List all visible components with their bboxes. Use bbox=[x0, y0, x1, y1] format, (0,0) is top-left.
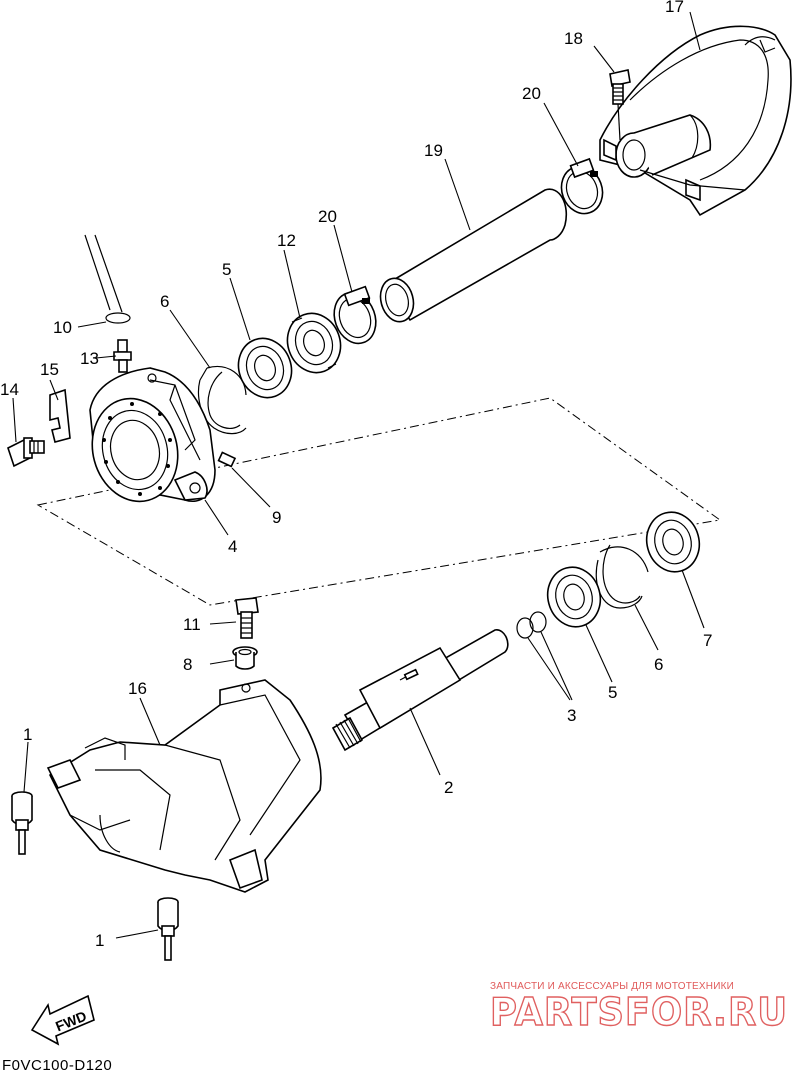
part-5-bearing-lower bbox=[546, 566, 602, 628]
callout-6-lower: 6 bbox=[654, 655, 663, 674]
part-4-bearing-housing bbox=[89, 367, 216, 503]
watermark: ЗАПЧАСТИ И АКСЕССУАРЫ ДЛЯ МОТОТЕХНИКИ PA… bbox=[489, 981, 788, 1035]
callout-17: 17 bbox=[665, 0, 684, 16]
part-6-snap-ring-upper bbox=[197, 366, 247, 435]
callout-10: 9 bbox=[272, 508, 281, 527]
callout-9: 13 bbox=[80, 349, 99, 368]
callout-20-upper: 20 bbox=[522, 84, 541, 103]
callout-7: 7 bbox=[703, 631, 712, 650]
callout-2: 2 bbox=[444, 778, 453, 797]
part-3-o-rings bbox=[516, 611, 547, 639]
part-20-hose-clamp-lower bbox=[333, 285, 377, 345]
fwd-arrow-icon: FWD bbox=[30, 994, 95, 1046]
part-10-dowel-pin bbox=[217, 451, 237, 468]
part-8-bearing bbox=[286, 312, 342, 374]
part-1-damper-upper bbox=[11, 791, 33, 855]
part-9-grease-nipple bbox=[113, 339, 132, 373]
part-14-stern-housing bbox=[46, 679, 322, 893]
callout-6-upper: 6 bbox=[160, 292, 169, 311]
callout-13: 10 bbox=[53, 318, 72, 337]
part-7-bearing bbox=[645, 511, 701, 573]
part-15-bolt bbox=[7, 437, 45, 468]
callout-11: 8 bbox=[183, 655, 192, 674]
part-2-drive-shaft bbox=[331, 629, 509, 752]
drawing-code: F0VC100-D120 bbox=[2, 1057, 112, 1073]
watermark-brand: PARTSFOR.RU bbox=[490, 990, 788, 1034]
part-17-duct-housing bbox=[599, 25, 792, 217]
callout-5-upper: 5 bbox=[222, 260, 231, 279]
callout-12: 11 bbox=[183, 615, 201, 634]
callout-1-lower: 1 bbox=[95, 931, 104, 950]
part-6-snap-ring-lower bbox=[595, 544, 649, 609]
part-1-damper-lower bbox=[157, 897, 179, 961]
callout-3: 3 bbox=[567, 706, 576, 725]
leader-lines bbox=[12, 11, 705, 939]
part-20-hose-clamp-upper bbox=[560, 157, 604, 215]
part-16-lock-plate bbox=[49, 388, 71, 443]
part-12-bolt bbox=[235, 597, 259, 639]
callout-18: 18 bbox=[564, 29, 583, 48]
part-13-clip bbox=[84, 234, 131, 324]
callout-15: 14 bbox=[0, 380, 19, 399]
watermark-tagline: ЗАПЧАСТИ И АКСЕССУАРЫ ДЛЯ МОТОТЕХНИКИ bbox=[490, 981, 734, 992]
callout-4: 4 bbox=[228, 537, 237, 556]
part-5-bearing-upper bbox=[237, 337, 293, 399]
callout-16: 15 bbox=[40, 360, 59, 379]
callout-14: 16 bbox=[128, 679, 147, 698]
callout-20-lower: 20 bbox=[318, 207, 337, 226]
callout-5-lower: 5 bbox=[608, 683, 617, 702]
callout-19: 19 bbox=[424, 141, 443, 160]
part-19-hose bbox=[379, 188, 567, 323]
callout-1-upper: 1 bbox=[23, 725, 32, 744]
callout-labels: 17 18 20 19 20 12 5 6 10 13 15 14 9 4 11… bbox=[0, 0, 712, 950]
callout-8: 12 bbox=[277, 231, 296, 250]
assembly-boundary-line bbox=[36, 397, 722, 606]
part-11-collar bbox=[232, 646, 258, 670]
part-18-bolt bbox=[609, 69, 631, 141]
